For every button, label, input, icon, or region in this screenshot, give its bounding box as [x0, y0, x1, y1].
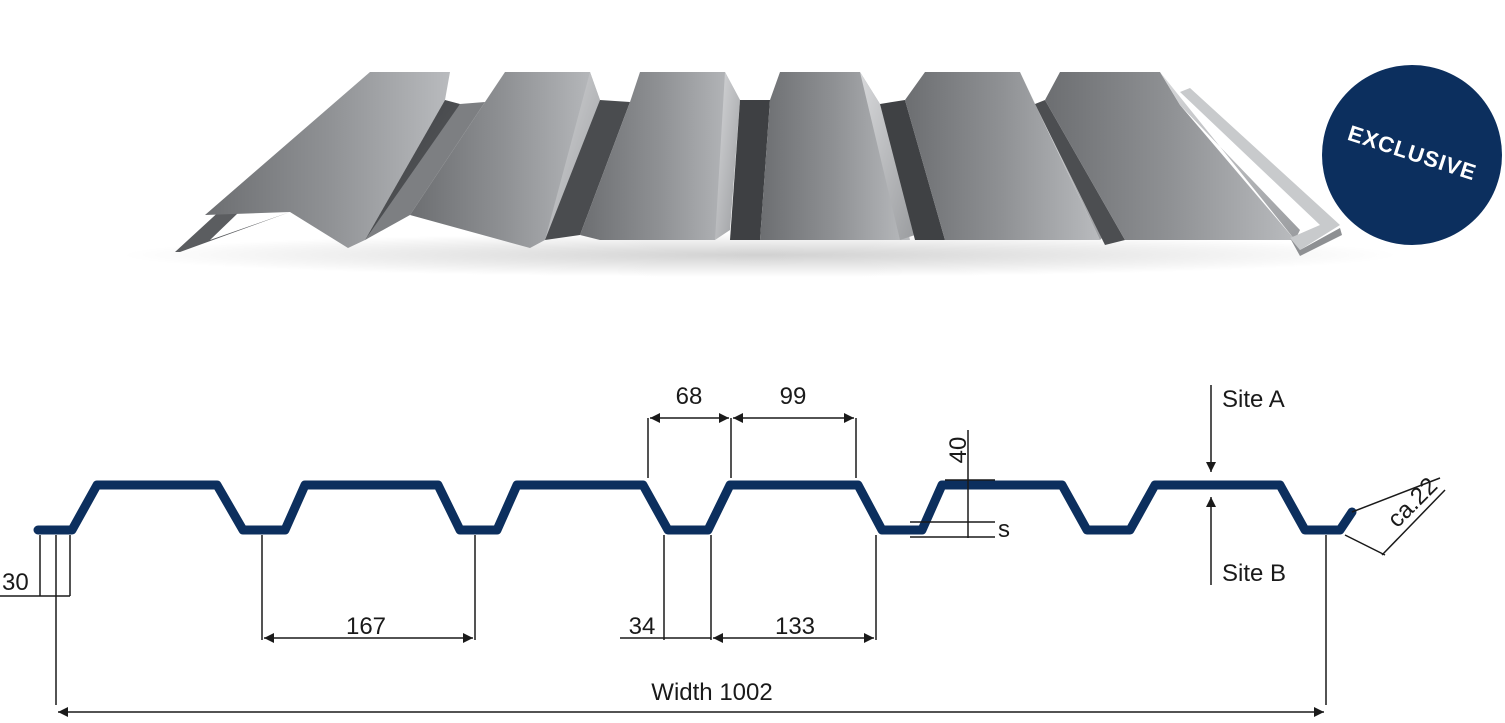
label-68: 68: [676, 383, 703, 410]
profile-outline: [33, 480, 1357, 535]
dimension-labels: 68 99 40 s 30 167 34 133 Width 1002 Site…: [2, 383, 1443, 706]
label-133: 133: [775, 613, 815, 640]
label-site-a: Site A: [1222, 386, 1285, 413]
label-s: s: [998, 516, 1010, 543]
dimension-lines: [0, 385, 1446, 717]
label-30: 30: [2, 569, 29, 596]
label-40: 40: [945, 437, 972, 464]
label-99: 99: [780, 383, 807, 410]
label-34: 34: [629, 613, 656, 640]
label-site-b: Site B: [1222, 560, 1286, 587]
label-167: 167: [346, 613, 386, 640]
exclusive-badge: EXCLUSIVE: [1322, 65, 1502, 245]
label-width: Width 1002: [651, 679, 772, 706]
profile-cross-section: [33, 480, 1357, 535]
metal-sheet-illustration: [120, 72, 1400, 277]
